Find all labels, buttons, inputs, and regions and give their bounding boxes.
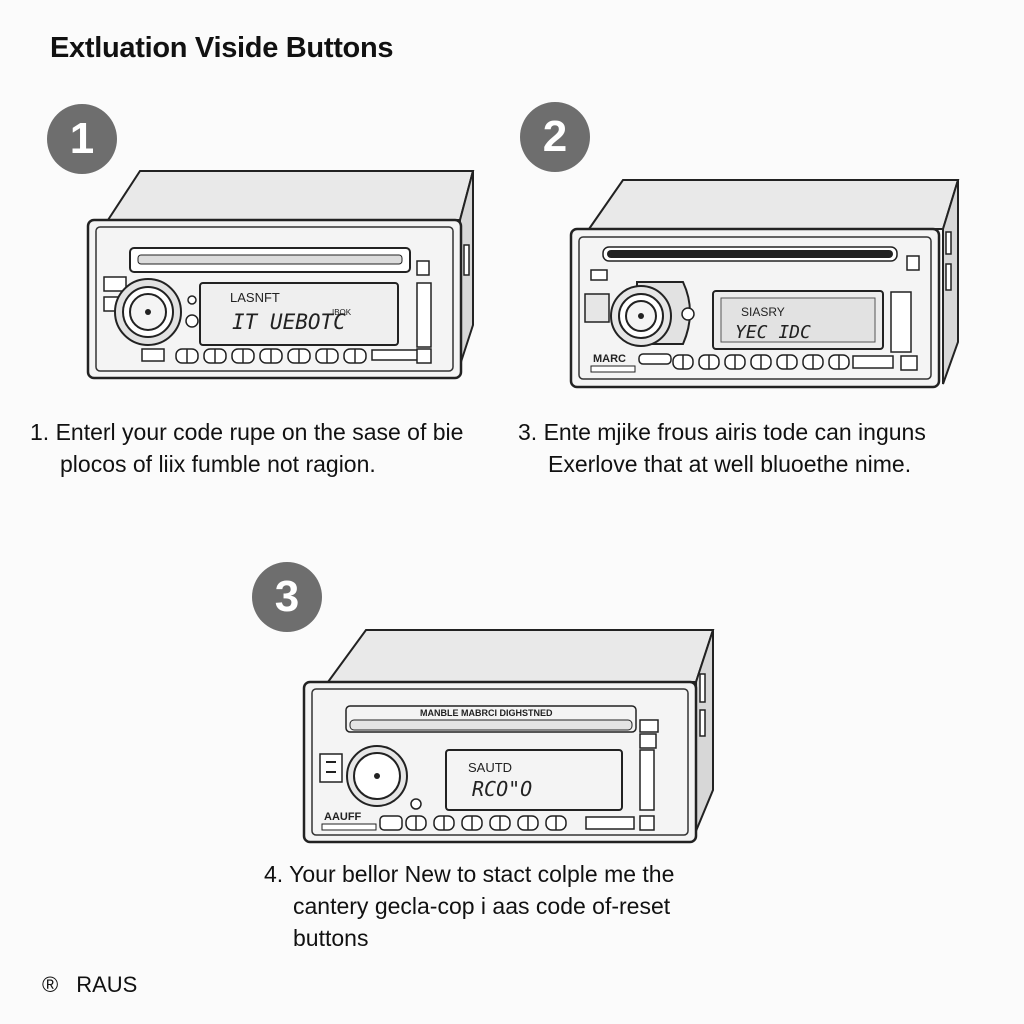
step-1-caption: 1. Enterl your code rupe on the sase of … <box>30 419 464 477</box>
registered-mark: ® <box>42 972 59 997</box>
panel-3-top-label: MANBLE MABRCI DIGHSTNED <box>420 708 553 718</box>
step-2-badge: 2 <box>520 102 590 172</box>
display-1-bottom: IT UEBOTC <box>232 310 346 334</box>
step-1-badge: 1 <box>47 104 117 174</box>
footer: ® RAUS <box>42 972 155 998</box>
panel-2-label: MARC <box>593 353 626 365</box>
display-3-bottom: RCO"O <box>472 777 532 801</box>
step-2-caption: 3. Ente mjike frous airis tode can ingun… <box>518 419 926 477</box>
step-3-caption: 4. Your bellor New to stact colple me th… <box>264 861 675 951</box>
display-2-top: SIASRY <box>741 305 785 319</box>
car-radio-illustration-3: MANBLE MABRCI DIGHSTNED SAUTD RCO"O AAUF… <box>302 629 715 844</box>
display-1-small: IBOK <box>332 308 352 317</box>
page-title: Extluation Viside Buttons <box>50 32 394 64</box>
car-radio-illustration-2: SIASRY YEC IDC MARC <box>569 179 960 389</box>
display-3-top: SAUTD <box>468 760 512 775</box>
footer-text: RAUS <box>76 972 138 997</box>
display-1-top: LASNFT <box>230 290 280 305</box>
step-3-badge: 3 <box>252 562 322 632</box>
car-radio-illustration-1: LASNFT IT UEBOTC IBOK <box>86 170 475 380</box>
panel-3-label: AAUFF <box>324 811 362 823</box>
display-2-bottom: YEC IDC <box>735 322 811 343</box>
